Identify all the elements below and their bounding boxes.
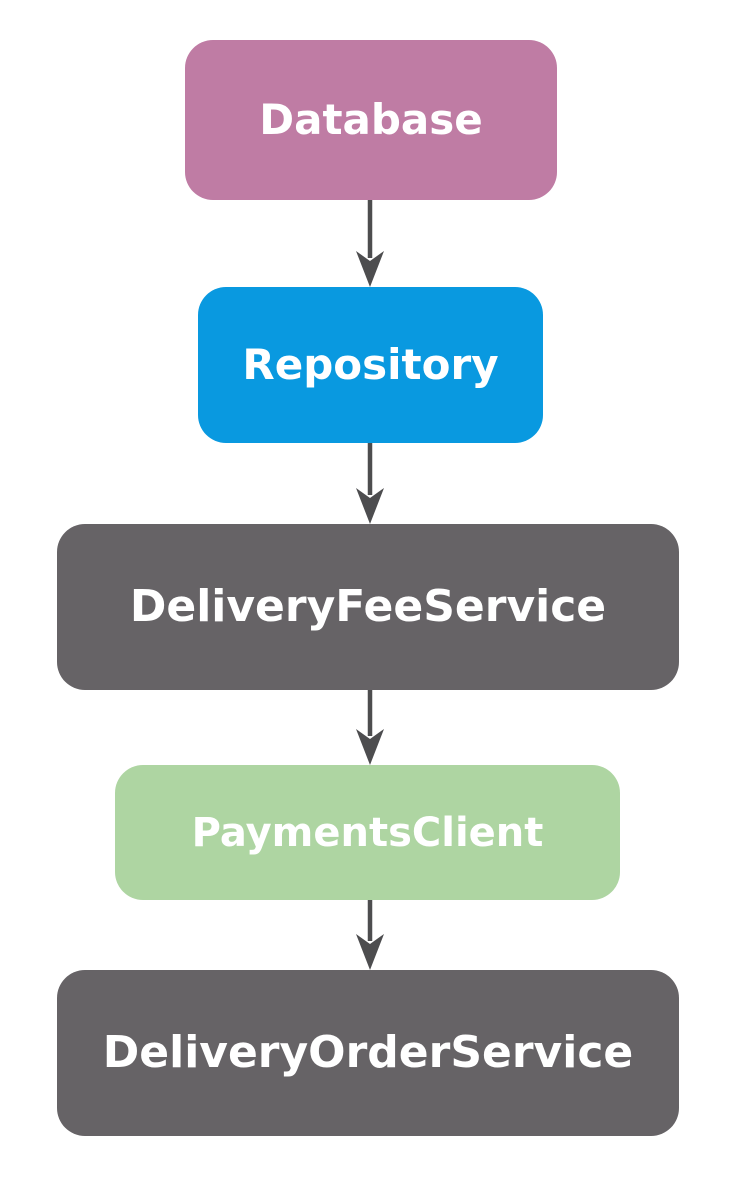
node-repository: Repository: [198, 287, 543, 443]
node-database: Database: [185, 40, 557, 200]
node-payments-client-label: PaymentsClient: [191, 809, 544, 856]
arrow-deliveryfeeservice-to-paymentsclient-icon: [356, 690, 384, 765]
node-delivery-order-service-label: DeliveryOrderService: [102, 1027, 634, 1078]
node-payments-client: PaymentsClient: [115, 765, 620, 900]
arrow-paymentsclient-to-deliveryorderservice-icon: [356, 900, 384, 970]
node-delivery-fee-service: DeliveryFeeService: [57, 524, 679, 690]
arrow-repository-to-deliveryfeeservice-icon: [356, 443, 384, 524]
arrow-database-to-repository-icon: [356, 200, 384, 287]
node-delivery-fee-service-label: DeliveryFeeService: [129, 581, 607, 632]
node-delivery-order-service: DeliveryOrderService: [57, 970, 679, 1136]
node-database-label: Database: [259, 95, 483, 144]
node-repository-label: Repository: [242, 340, 499, 389]
